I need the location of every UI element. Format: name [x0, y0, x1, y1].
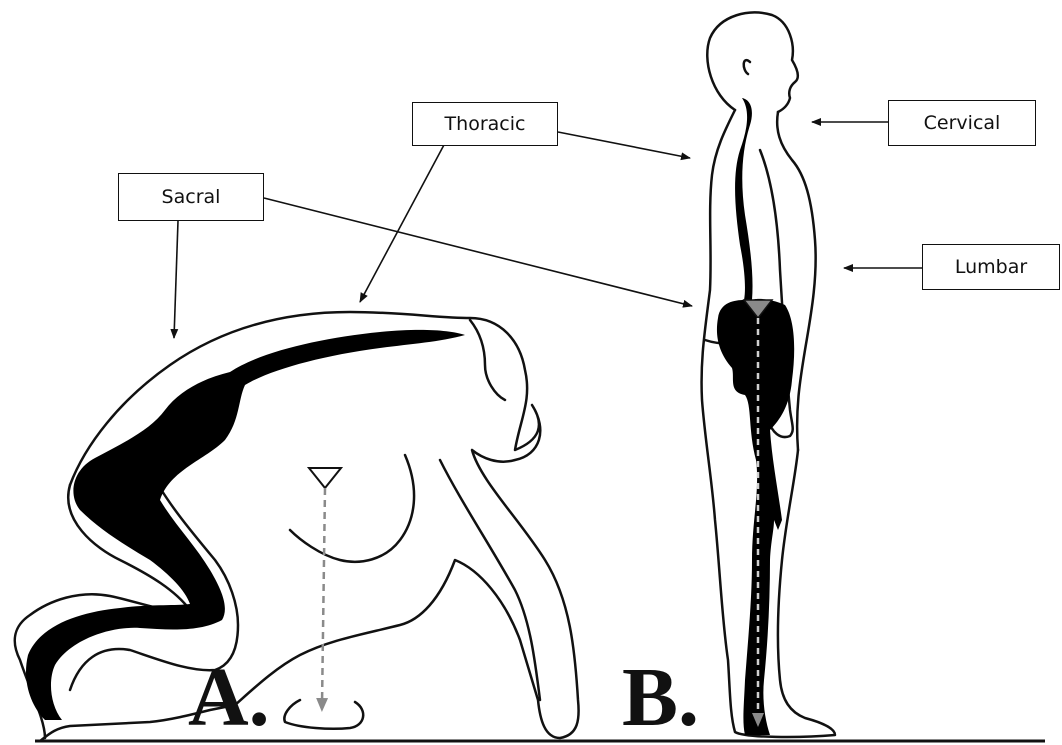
sacral-arrow-to-ape — [174, 221, 178, 338]
thoracic-arrow-to-ape — [360, 143, 445, 302]
label-lumbar: Lumbar — [922, 244, 1060, 290]
ape-face-line — [470, 320, 505, 400]
thoracic-arrow-to-human — [558, 132, 690, 158]
label-sacral: Sacral — [118, 173, 264, 221]
sacral-arrow-to-human — [264, 198, 692, 306]
label-thoracic: Thoracic — [412, 102, 558, 146]
ape-gravity-line — [309, 468, 341, 705]
human-spine — [717, 98, 794, 735]
label-cervical: Cervical — [888, 100, 1036, 146]
human-head-outline — [707, 12, 798, 112]
human-ear — [744, 60, 750, 74]
ape-hand-outline — [284, 700, 363, 729]
ape-arm-inner-line — [440, 460, 540, 700]
ape-belly-line — [290, 455, 414, 562]
panel-label-b: B. — [622, 656, 699, 740]
panel-label-a: A. — [188, 656, 270, 740]
